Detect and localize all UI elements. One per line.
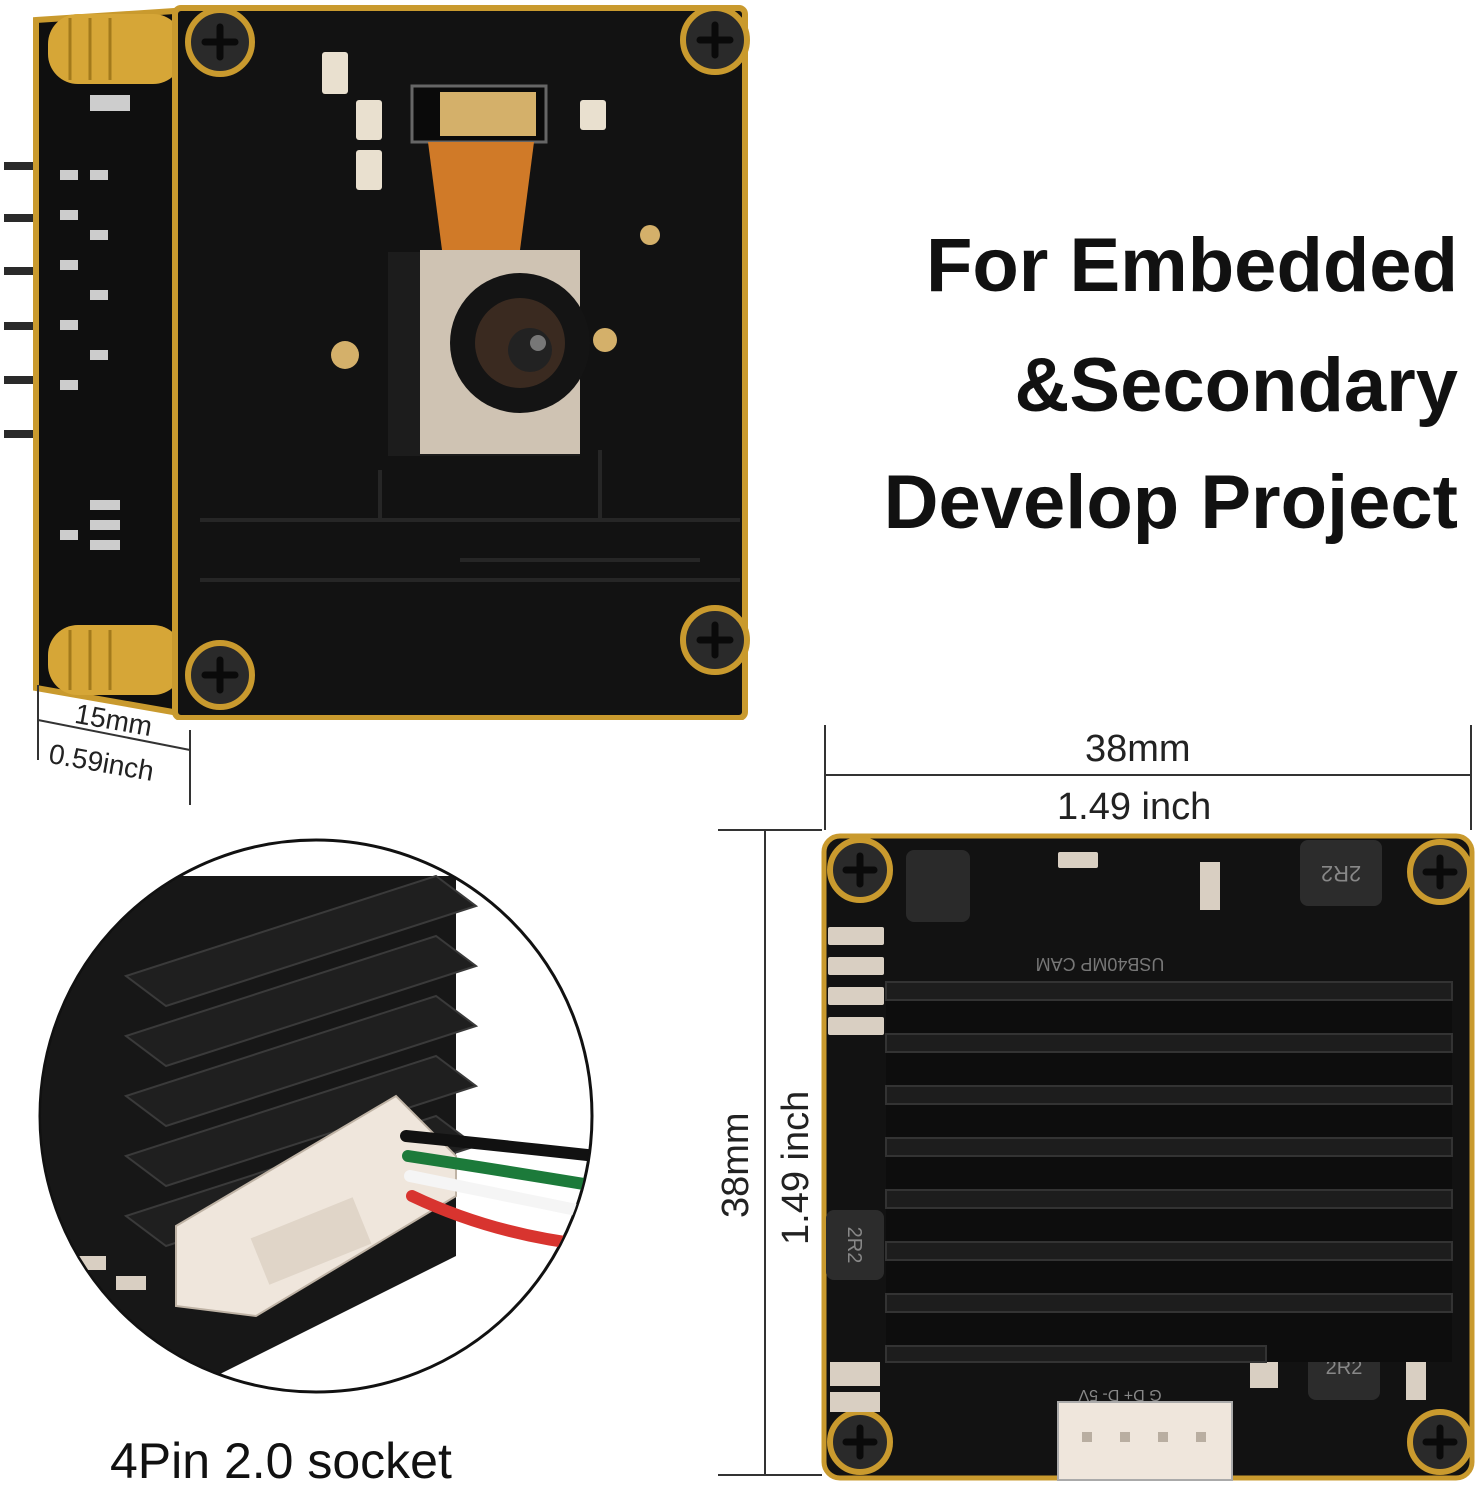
camera-module-front-view <box>4 5 750 720</box>
width-metric-label: 38mm <box>1085 728 1191 770</box>
connector-closeup <box>38 838 594 1394</box>
headline-line-3: Develop Project <box>883 460 1458 545</box>
inductor-top-right <box>1300 840 1382 906</box>
height-dimension-lines <box>718 829 822 1476</box>
board-rear-view: 2R2 2R2 2R2 USB40MP CAM G D+ D- 5V <box>821 833 1475 1481</box>
mounting-screws <box>185 5 750 710</box>
rear-mounting-screws <box>827 837 1473 1475</box>
height-imperial-label: 1.49 inch <box>775 1090 817 1245</box>
height-metric-label: 38mm <box>715 1112 757 1218</box>
inductor-left-label: 2R2 <box>843 1227 865 1264</box>
flex-cable <box>428 142 534 250</box>
heatsink <box>885 981 1453 1363</box>
silkscreen-model-text: USB40MP CAM <box>1036 954 1165 974</box>
header-pins <box>4 162 44 438</box>
width-dimension-lines <box>824 725 1472 830</box>
width-imperial-label: 1.49 inch <box>1057 786 1212 828</box>
inductor-top-label: 2R2 <box>1321 861 1361 886</box>
rear-pcb <box>33 6 193 719</box>
closeup-socket <box>175 1094 457 1318</box>
headline-line-1: For Embedded <box>925 223 1458 308</box>
silkscreen-pin-labels: G D+ D- 5V <box>1078 1386 1161 1403</box>
brass-standoff-top <box>48 14 183 84</box>
inductor-bottom-label: 2R2 <box>1326 1357 1363 1379</box>
brass-standoff-bottom <box>48 625 183 695</box>
headline-line-2: &Secondary <box>1014 343 1459 428</box>
socket-caption: 4Pin 2.0 socket <box>110 1433 452 1489</box>
depth-dimension-lines <box>37 685 191 805</box>
inductor-left <box>826 1210 884 1280</box>
